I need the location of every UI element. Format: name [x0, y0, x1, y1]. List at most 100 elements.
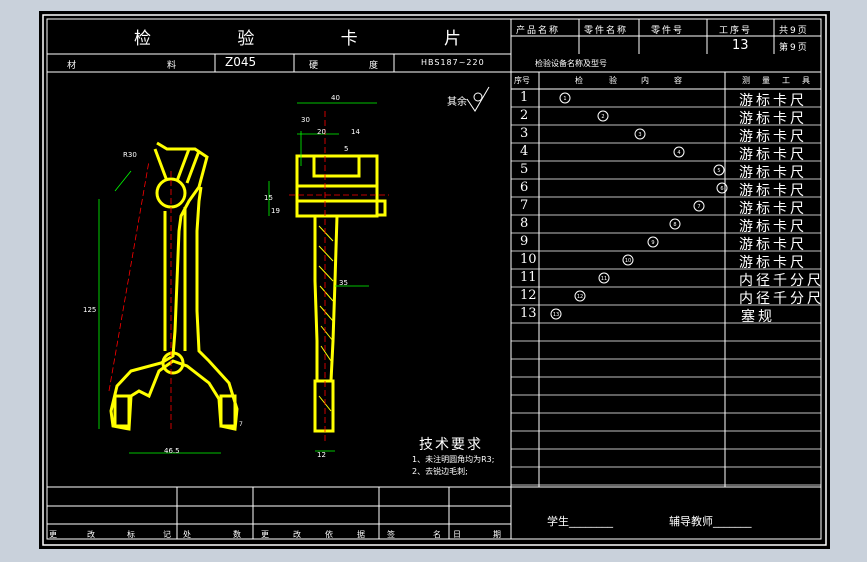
- material-label-2: 料: [167, 61, 179, 71]
- measuring-tool: 游标卡尺: [739, 219, 807, 235]
- measuring-tool: 游标卡尺: [739, 111, 807, 127]
- dim-label: R30: [123, 151, 137, 159]
- dim-label: 5: [344, 145, 349, 153]
- centre-lines: [108, 111, 389, 441]
- title-char: 验: [237, 29, 258, 49]
- inspection-marker: [713, 164, 725, 176]
- inspection-marker: [597, 110, 609, 122]
- dim-label: 30: [301, 116, 310, 124]
- inspection-marker-number: 6: [720, 186, 723, 192]
- measuring-tool: 游标卡尺: [739, 255, 807, 271]
- tech-requirement-item: 2、去锐边毛刺;: [412, 467, 468, 476]
- inspection-marker-number: 9: [651, 240, 654, 246]
- inspection-marker: [598, 272, 610, 284]
- dim-label: 14: [351, 128, 360, 136]
- roughness-symbol: [466, 86, 490, 112]
- revision-label: 处: [183, 530, 191, 539]
- row-number: 12: [520, 288, 537, 303]
- material-label-1: 材: [67, 61, 79, 71]
- row-number: 1: [520, 90, 529, 105]
- dimension-lines: [98, 102, 377, 454]
- inspection-marker: [559, 92, 571, 104]
- inspection-marker-number: 2: [601, 114, 604, 120]
- revision-label: 记: [163, 530, 171, 539]
- row-number: 4: [520, 144, 529, 159]
- inspection-marker: [634, 128, 646, 140]
- dim-label: 46.5: [164, 447, 180, 455]
- dim-label: 15: [264, 194, 273, 202]
- process-no-label: 工序号: [719, 26, 753, 36]
- revision-label: 更: [261, 530, 269, 539]
- col-header-content: 验: [609, 76, 617, 85]
- measuring-tool: 游标卡尺: [739, 237, 807, 253]
- row-number: 7: [520, 198, 529, 213]
- revision-label: 数: [233, 530, 241, 539]
- measuring-tool: 游标卡尺: [739, 93, 807, 109]
- measuring-tool: 游标卡尺: [739, 165, 807, 181]
- inspection-marker-number: 12: [577, 294, 583, 300]
- tech-requirements-title: 技术要求: [419, 437, 483, 453]
- dim-label: 125: [83, 306, 97, 314]
- col-header-tool: 具: [802, 76, 810, 85]
- row-number: 3: [520, 126, 529, 141]
- measuring-tool: 内径千分尺: [739, 273, 824, 289]
- col-header-content: 检: [575, 76, 583, 85]
- revision-label: 日: [453, 530, 461, 539]
- dim-label: 35: [339, 279, 348, 287]
- row-number: 6: [520, 180, 529, 195]
- inspection-marker: [574, 290, 586, 302]
- measuring-tool: 游标卡尺: [739, 201, 807, 217]
- process-no-value: 13: [732, 38, 749, 53]
- part-name-label: 零件名称: [584, 26, 629, 36]
- revision-label: 名: [433, 530, 441, 539]
- page-no-label: 第9页: [779, 43, 809, 53]
- col-header-content: 容: [674, 76, 682, 85]
- revision-label: 改: [87, 530, 95, 539]
- inspection-marker-number: 8: [673, 222, 676, 228]
- material-value: Z045: [225, 55, 257, 69]
- hardness-value: HBS187~220: [421, 58, 485, 67]
- row-number: 5: [520, 162, 529, 177]
- title-char: 卡: [340, 29, 361, 49]
- revision-label: 更: [49, 530, 57, 539]
- inspection-marker: [550, 308, 562, 320]
- row-number: 2: [520, 108, 529, 123]
- inspection-marker: [622, 254, 634, 266]
- measuring-tool: 游标卡尺: [739, 147, 807, 163]
- measuring-tool: 塞规: [741, 309, 775, 325]
- revision-label: 依: [325, 530, 333, 539]
- student-signature: 学生________: [547, 515, 613, 528]
- inspection-marker: [669, 218, 681, 230]
- title-char: 片: [443, 29, 464, 49]
- dim-label: 7: [239, 421, 243, 428]
- card-frame-lines: [42, 14, 827, 546]
- inspection-marker: [647, 236, 659, 248]
- inspection-marker-number: 10: [625, 258, 631, 264]
- col-header-tool: 测: [742, 76, 750, 85]
- measuring-tool: 游标卡尺: [739, 183, 807, 199]
- tech-requirement-item: 1、未注明圆角均为R3;: [412, 455, 495, 464]
- hardness-label-2: 度: [369, 61, 381, 71]
- row-number: 9: [520, 234, 529, 249]
- inspection-marker-number: 1: [563, 96, 566, 102]
- inspection-marker: [716, 182, 728, 194]
- roughness-label: 其余: [447, 97, 467, 108]
- teacher-signature: 辅导教师_______: [669, 515, 752, 528]
- hardness-label-1: 硬: [309, 61, 321, 71]
- revision-label: 改: [293, 530, 301, 539]
- inspection-marker: [673, 146, 685, 158]
- measuring-tool: 游标卡尺: [739, 129, 807, 145]
- total-pages-label: 共9页: [779, 26, 809, 36]
- dim-label: 12: [317, 451, 326, 459]
- row-number: 13: [520, 306, 537, 321]
- dim-label: 40: [331, 94, 340, 102]
- row-number: 11: [520, 270, 537, 285]
- revision-label: 标: [127, 530, 135, 539]
- inspection-marker-number: 5: [717, 168, 720, 174]
- side-view-part: [295, 154, 387, 433]
- equipment-label: 检验设备名称及型号: [535, 59, 607, 68]
- col-header-no: 序号: [514, 76, 530, 85]
